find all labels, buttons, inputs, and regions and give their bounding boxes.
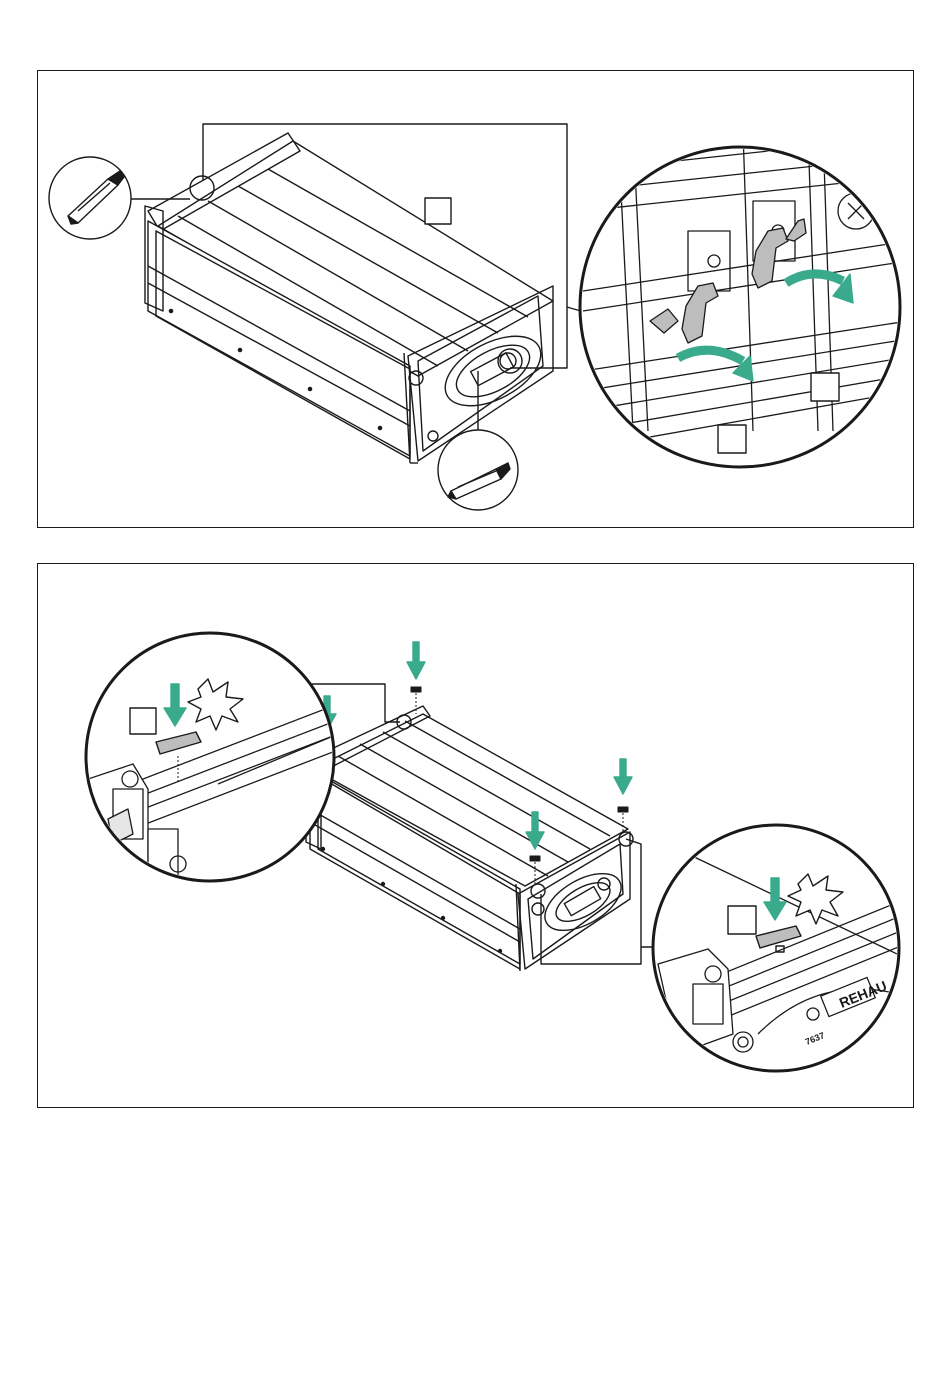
- step-box: [130, 708, 156, 734]
- step-box: [718, 425, 746, 453]
- down-arrow-icon: [407, 642, 425, 679]
- illustration-insert-caps: REHAU 7637: [38, 564, 915, 1109]
- step-box: [728, 906, 756, 934]
- utility-knife-icon: [438, 430, 518, 510]
- detail-view-cap-left: [78, 633, 338, 884]
- installation-box: [306, 706, 630, 971]
- step-box: [811, 373, 839, 401]
- detail-view-cap-right: REHAU 7637: [648, 825, 915, 1071]
- instruction-panel-insert-caps: REHAU 7637: [37, 563, 914, 1108]
- step-box: [425, 198, 451, 224]
- cap-point-marker: [531, 884, 545, 898]
- cap-part: [411, 687, 421, 714]
- cut-point-marker: [190, 176, 214, 200]
- instruction-panel-cut-and-release: [37, 70, 914, 528]
- installation-box: [145, 133, 553, 463]
- illustration-cut-and-release: [38, 71, 915, 529]
- detail-view-release-clips: [580, 131, 908, 467]
- utility-knife-icon: [49, 157, 131, 239]
- down-arrow-icon: [614, 759, 632, 794]
